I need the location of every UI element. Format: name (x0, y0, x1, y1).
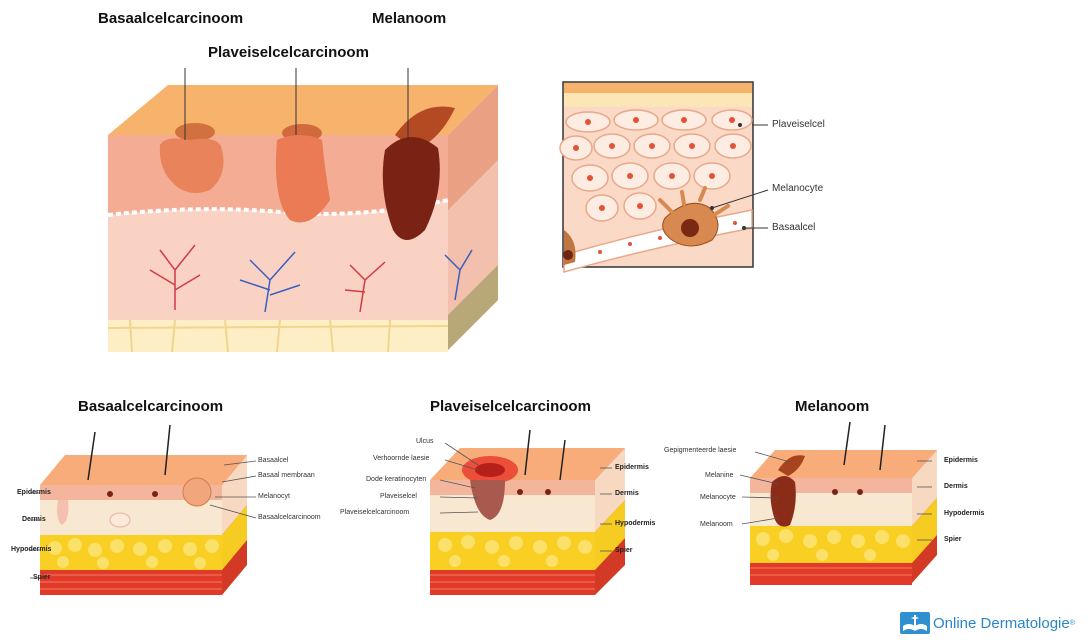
panel-scc-title: Plaveiselcelcarcinoom (430, 398, 591, 415)
cell-inset (560, 82, 768, 272)
panel-mel-title: Melanoom (795, 398, 869, 415)
panel-scc-layer: Epidermis (615, 464, 649, 471)
panel-bcc-label: Basaal membraan (258, 472, 315, 479)
panel-bcc-layer: Spier (33, 574, 51, 581)
panel-scc-layer: Dermis (615, 490, 639, 497)
panel-bcc-layer: Hypodermis (11, 546, 51, 553)
panel-mel-block (740, 422, 937, 585)
panel-scc-layer: Spier (615, 547, 633, 554)
main-label-scc: Plaveiselcelcarcinoom (208, 44, 369, 61)
logo-registered-mark: ® (1070, 620, 1075, 627)
panel-bcc-layer: Dermis (22, 516, 46, 523)
logo-text: Online Dermatologie (933, 615, 1070, 632)
inset-label-plaveiselcel: Plaveiselcel (772, 119, 825, 130)
panel-scc-label: Verhoornde laesie (373, 455, 429, 462)
inset-label-basaalcel: Basaalcel (772, 222, 815, 233)
panel-mel-label: Melanocyte (700, 494, 736, 501)
main-label-bcc: Basaalcelcarcinoom (98, 10, 243, 27)
panel-bcc-label: Melanocyt (258, 493, 290, 500)
panel-bcc-block (30, 425, 256, 595)
panel-scc-block (430, 430, 625, 595)
panel-scc-label: Dode keratinocyten (366, 476, 426, 483)
panel-scc-label: Ulcus (416, 438, 434, 445)
panel-mel-label: Melanine (705, 472, 733, 479)
panel-scc-label: Plaveiselcel (380, 493, 417, 500)
panel-mel-layer: Spier (944, 536, 962, 543)
logo-book-icon (900, 612, 930, 634)
panel-scc-layer: Hypodermis (615, 520, 655, 527)
online-dermatologie-logo[interactable]: Online Dermatologie® (900, 612, 1075, 634)
panel-bcc-title: Basaalcelcarcinoom (78, 398, 223, 415)
panel-mel-layer: Hypodermis (944, 510, 984, 517)
inset-label-melanocyte: Melanocyte (772, 183, 823, 194)
main-label-melanoom: Melanoom (372, 10, 446, 27)
panel-bcc-label: Basaalcelcarcinoom (258, 514, 321, 521)
panel-mel-layer: Dermis (944, 483, 968, 490)
panel-scc-label: Plaveiselcelcarcinoom (340, 509, 409, 516)
panel-bcc-layer: Epidermis (17, 489, 51, 496)
panel-mel-label: Gepigmenteerde laesie (664, 447, 736, 454)
panel-mel-label: Melanoom (700, 521, 733, 528)
panel-mel-layer: Epidermis (944, 457, 978, 464)
panel-bcc-label: Basaalcel (258, 457, 288, 464)
